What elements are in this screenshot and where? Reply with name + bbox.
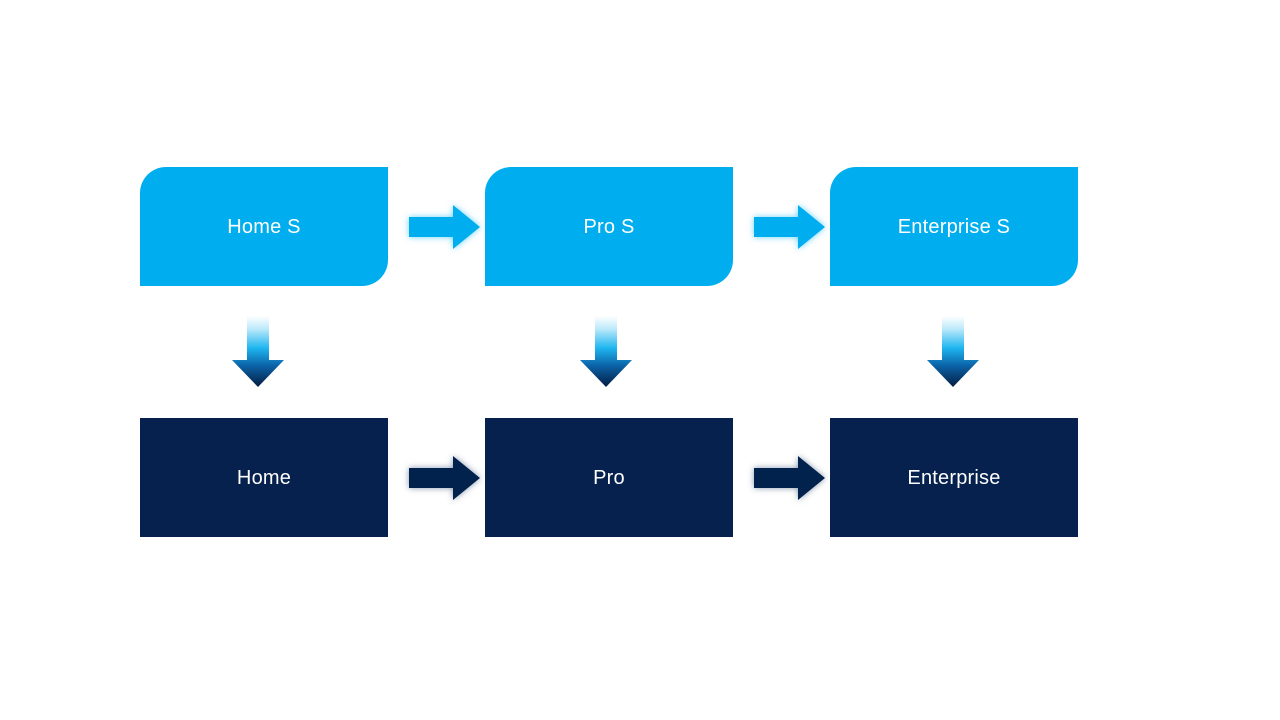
node-pro-s[interactable]: Pro S <box>485 167 733 286</box>
right-arrow-icon <box>754 205 825 249</box>
node-pro-label: Pro <box>593 466 625 489</box>
arrow-home-to-pro <box>409 455 481 501</box>
node-pro[interactable]: Pro <box>485 418 733 537</box>
down-arrow-icon <box>232 316 284 387</box>
node-enterprise-s[interactable]: Enterprise S <box>830 167 1078 286</box>
node-enterprise-label: Enterprise <box>907 466 1001 489</box>
arrow-enterprise-s-to-enterprise <box>926 316 980 388</box>
node-home-label: Home <box>236 466 292 489</box>
node-home-s-label: Home S <box>227 215 301 238</box>
arrow-pro-s-to-pro <box>579 316 633 388</box>
arrow-pro-to-enterprise <box>754 455 826 501</box>
node-home[interactable]: Home <box>140 418 388 537</box>
down-arrow-icon <box>580 316 632 387</box>
right-arrow-icon <box>409 205 480 249</box>
node-enterprise-s-label: Enterprise S <box>897 215 1011 238</box>
node-pro-s-label: Pro S <box>583 215 635 238</box>
node-home-s[interactable]: Home S <box>140 167 388 286</box>
arrow-pro-s-to-enterprise-s <box>754 204 826 250</box>
right-arrow-icon <box>409 456 480 500</box>
node-enterprise[interactable]: Enterprise <box>830 418 1078 537</box>
arrow-home-s-to-home <box>231 316 285 388</box>
down-arrow-icon <box>927 316 979 387</box>
arrow-home-s-to-pro-s <box>409 204 481 250</box>
right-arrow-icon <box>754 456 825 500</box>
